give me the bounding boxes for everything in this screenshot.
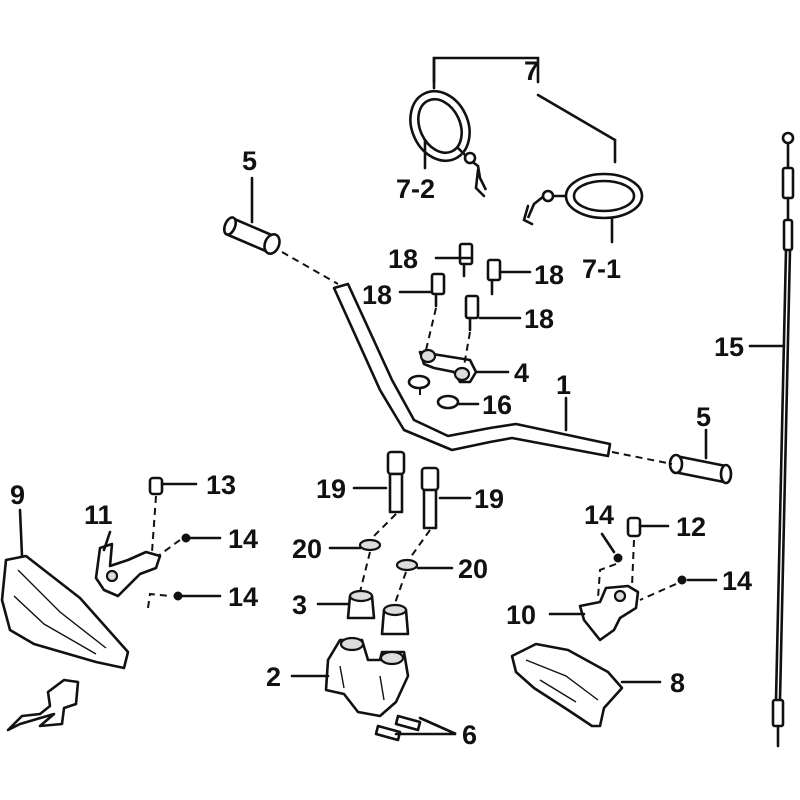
callout-18-b: 18 <box>534 260 564 290</box>
callout-4: 4 <box>514 358 529 388</box>
right-screw-axis <box>597 563 617 599</box>
left-grip-axis <box>281 251 339 285</box>
callout-10: 10 <box>506 600 536 630</box>
callout-19-a: 19 <box>316 474 346 504</box>
right-mirror <box>522 172 644 226</box>
callout-labels: 7 7-2 7-1 5 18 18 18 18 4 16 1 5 15 13 1… <box>10 56 752 750</box>
riser-bushings-3 <box>346 589 410 636</box>
callout-20-b: 20 <box>458 554 488 584</box>
mount-bracket-icon <box>6 678 80 732</box>
right-bolt-axis <box>631 539 635 587</box>
left-bolt-axis <box>151 495 157 553</box>
callout-16: 16 <box>482 390 512 420</box>
callout-5-left: 5 <box>242 146 257 176</box>
riser-base-2 <box>324 636 410 718</box>
callout-14-a: 14 <box>228 524 258 554</box>
right-hand-guard <box>510 642 624 728</box>
left-lever-bracket <box>94 542 162 598</box>
left-screws-14 <box>173 533 191 601</box>
throttle-cable <box>771 131 795 748</box>
right-screws-14 <box>613 553 687 585</box>
callout-15: 15 <box>714 332 744 362</box>
left-screw-axis <box>157 539 181 557</box>
callout-7-1: 7-1 <box>582 254 621 284</box>
leader-lines <box>18 176 786 736</box>
callout-8: 8 <box>670 668 685 698</box>
left-hand-guard <box>0 554 130 670</box>
callout-18-c: 18 <box>362 280 392 310</box>
bolts-6 <box>374 714 422 742</box>
washer-16 <box>407 374 460 410</box>
callout-18-d: 18 <box>524 304 554 334</box>
callout-19-b: 19 <box>474 484 504 514</box>
right-grip-axis <box>611 451 673 465</box>
callout-14-c: 14 <box>584 500 614 530</box>
callout-13: 13 <box>206 470 236 500</box>
left-screw-axis-2 <box>147 592 171 609</box>
nuts-20 <box>358 538 419 572</box>
left-grip <box>222 216 281 255</box>
bolts-19 <box>386 450 440 530</box>
riser-axes <box>359 513 431 607</box>
callout-9: 9 <box>10 480 25 510</box>
callout-14-d: 14 <box>722 566 752 596</box>
callout-14-b: 14 <box>228 582 258 612</box>
left-bolt-13 <box>148 476 164 496</box>
callout-7: 7 <box>524 56 539 86</box>
callout-5-right: 5 <box>696 402 711 432</box>
right-grip <box>668 453 733 485</box>
callout-11: 11 <box>84 500 113 530</box>
callout-20-a: 20 <box>292 534 322 564</box>
handlebar <box>332 282 612 458</box>
callout-12: 12 <box>676 512 706 542</box>
callout-18-a: 18 <box>388 244 418 274</box>
right-screw-axis-2 <box>639 583 677 601</box>
right-bolt-12 <box>626 516 642 538</box>
bolt-axes <box>419 307 471 400</box>
callout-6: 6 <box>462 720 477 750</box>
callout-7-2: 7-2 <box>396 174 435 204</box>
callout-3: 3 <box>292 590 307 620</box>
right-lever-bracket <box>578 584 640 642</box>
upper-clamp <box>418 348 478 384</box>
callout-1: 1 <box>556 370 571 400</box>
mirror-bracket-line <box>432 56 617 164</box>
callout-2: 2 <box>266 662 281 692</box>
